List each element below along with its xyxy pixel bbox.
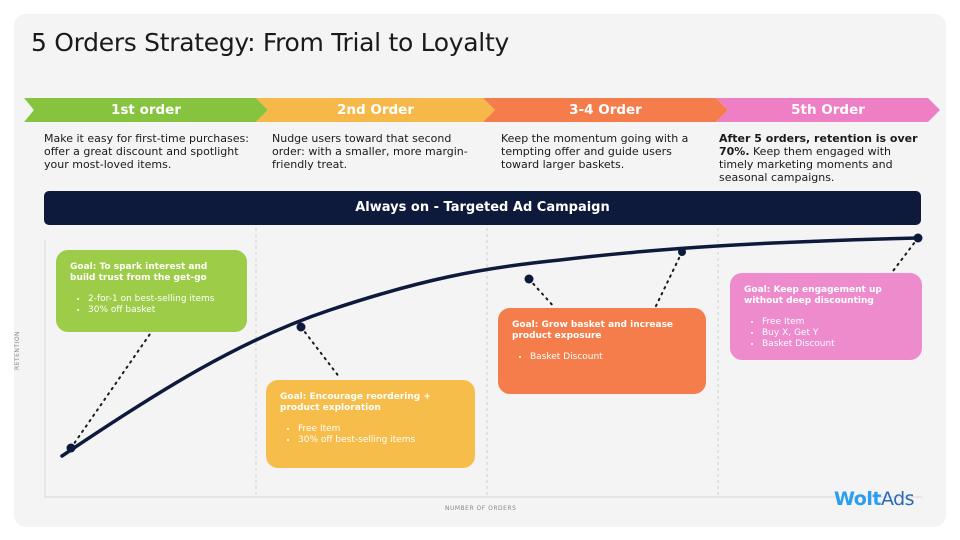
goal-item: Free Item — [298, 424, 461, 435]
goal-card-1: Goal: To spark interest and build trust … — [56, 250, 247, 332]
chevron-shape-icon — [483, 98, 728, 122]
stage-description-1: Make it easy for first-time purchases: o… — [44, 132, 249, 171]
stage-label: 2nd Order — [337, 102, 414, 118]
stage-chevron-2nd-order: 2nd Order — [256, 98, 495, 122]
stage-description-3: Keep the momentum going with a tempting … — [501, 132, 706, 171]
goal-card-2: Goal: Encourage reordering + product exp… — [266, 380, 475, 468]
connector-3 — [528, 278, 556, 309]
goal-title: Goal: Keep engagement up without deep di… — [744, 285, 882, 306]
description-text: Make it easy for first-time purchases: o… — [44, 132, 249, 171]
always-on-banner: Always on - Targeted Ad Campaign — [44, 191, 921, 225]
connector-1 — [70, 333, 151, 449]
goal-list: Basket Discount — [512, 352, 692, 363]
goal-list: 2-for-1 on best-selling items 30% off ba… — [70, 294, 233, 316]
stage-chevron-1st-order: 1st order — [24, 98, 268, 122]
goal-title: Goal: Grow basket and increase product e… — [512, 320, 674, 341]
goal-list: Free Item Buy X, Get Y Basket Discount — [744, 317, 908, 350]
description-text: Keep them engaged with timely marketing … — [719, 145, 893, 184]
curve-marker-3b — [678, 248, 686, 256]
stage-chevron-3-4-order: 3-4 Order — [483, 98, 728, 122]
chevron-shape-icon — [256, 98, 495, 122]
curve-marker-2 — [296, 322, 306, 332]
retention-curve — [60, 236, 920, 458]
goal-item: Buy X, Get Y — [762, 328, 908, 339]
connector-3b — [654, 251, 683, 309]
chevron-shape-icon — [716, 98, 940, 122]
stage-label: 3-4 Order — [569, 102, 642, 118]
goal-item: 30% off best-selling items — [298, 435, 461, 446]
logo-ads: Ads — [880, 488, 915, 510]
goal-card-3: Goal: Grow basket and increase product e… — [498, 308, 706, 394]
logo-wolt: Wolt — [834, 488, 881, 510]
y-axis-label: RETENTION — [14, 330, 21, 370]
connector-4 — [892, 237, 919, 272]
description-text: Keep the momentum going with a tempting … — [501, 132, 689, 171]
goal-item: 30% off basket — [88, 305, 233, 316]
chevron-shape-icon — [24, 98, 268, 122]
stage-description-4: After 5 orders, retention is over 70%. K… — [719, 132, 924, 184]
goal-title: Goal: Encourage reordering + product exp… — [280, 392, 431, 413]
stage-chevron-5th-order: 5th Order — [716, 98, 940, 122]
goal-item: Basket Discount — [530, 352, 692, 363]
connector-2 — [300, 326, 341, 379]
goal-item: 2-for-1 on best-selling items — [88, 294, 233, 305]
page-title: 5 Orders Strategy: From Trial to Loyalty — [31, 28, 509, 57]
stage-label: 5th Order — [791, 102, 865, 118]
curve-marker-1 — [66, 443, 76, 453]
stage-label: 1st order — [111, 102, 181, 118]
goal-card-4: Goal: Keep engagement up without deep di… — [730, 273, 922, 360]
goal-title: Goal: To spark interest and build trust … — [70, 262, 208, 283]
stage-description-2: Nudge users toward that second order: wi… — [272, 132, 477, 171]
curve-marker-4 — [913, 233, 923, 243]
goal-item: Basket Discount — [762, 339, 908, 350]
goal-list: Free Item 30% off best-selling items — [280, 424, 461, 446]
goal-item: Free Item — [762, 317, 908, 328]
curve-marker-3 — [524, 274, 534, 284]
x-axis-label: NUMBER OF ORDERS — [445, 505, 517, 512]
description-bold-text: After 5 orders, retention is over 70%. — [719, 132, 918, 158]
description-text: Nudge users toward that second order: wi… — [272, 132, 468, 171]
wolt-ads-logo: WoltAds — [834, 488, 915, 510]
